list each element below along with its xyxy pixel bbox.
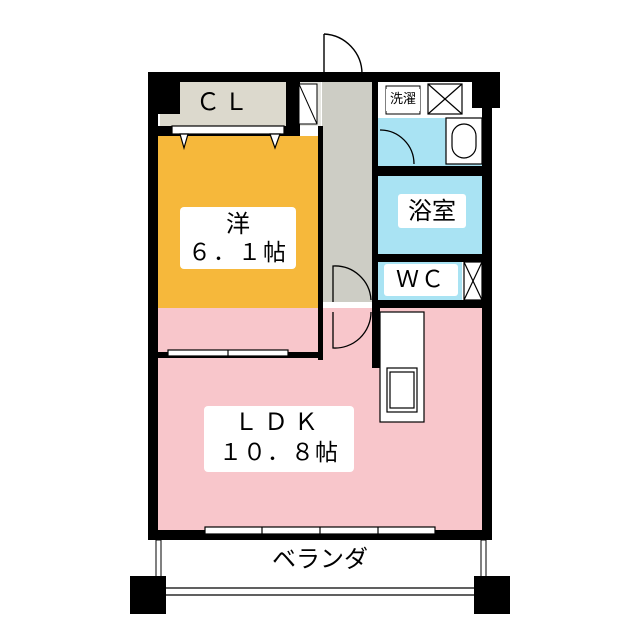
entrance-door bbox=[298, 33, 363, 125]
toilet-label: ＷＣ bbox=[384, 264, 458, 296]
outer-wall-left bbox=[148, 72, 158, 540]
outer-wall-bottom bbox=[148, 530, 492, 540]
bathtub bbox=[445, 117, 483, 165]
pipe-shaft bbox=[427, 83, 463, 115]
wall-wc-ldk bbox=[372, 300, 482, 308]
closet-floor bbox=[160, 82, 290, 126]
washroom-door bbox=[379, 129, 415, 165]
wall-column bbox=[472, 72, 500, 108]
window-ldk bbox=[204, 526, 436, 535]
balcony bbox=[130, 539, 510, 614]
wall-bath-wc bbox=[378, 254, 482, 262]
wall-kitchen bbox=[372, 308, 380, 368]
outer-wall-right bbox=[482, 72, 492, 540]
wall-column bbox=[148, 72, 180, 114]
wall-hall-wet bbox=[372, 76, 378, 310]
western-room-size: ６．１帖 bbox=[188, 240, 288, 266]
outer-wall-top bbox=[148, 72, 500, 82]
laundry-label: 洗濯 bbox=[386, 89, 420, 111]
kitchen-counter bbox=[379, 311, 425, 423]
western-room-label bbox=[180, 207, 296, 269]
hallway-floor bbox=[322, 76, 372, 302]
bathroom-label: 浴室 bbox=[398, 194, 466, 228]
wall-column bbox=[286, 72, 300, 126]
wall-room-hall bbox=[318, 126, 323, 360]
western-room-name: 洋 bbox=[226, 210, 250, 238]
window-western bbox=[167, 349, 289, 357]
wall-wash-bath bbox=[378, 166, 482, 176]
closet-door bbox=[171, 125, 285, 151]
pipe-shaft bbox=[463, 261, 483, 301]
hall-door bbox=[332, 265, 372, 302]
closet-label: ＣＬ bbox=[196, 88, 252, 116]
ldk-door bbox=[332, 311, 372, 349]
ldk-size: １０．８帖 bbox=[219, 440, 339, 466]
ldk-label bbox=[204, 406, 354, 472]
ldk-name: ＬＤＫ bbox=[234, 408, 324, 436]
balcony-label: ベランダ bbox=[272, 545, 368, 573]
